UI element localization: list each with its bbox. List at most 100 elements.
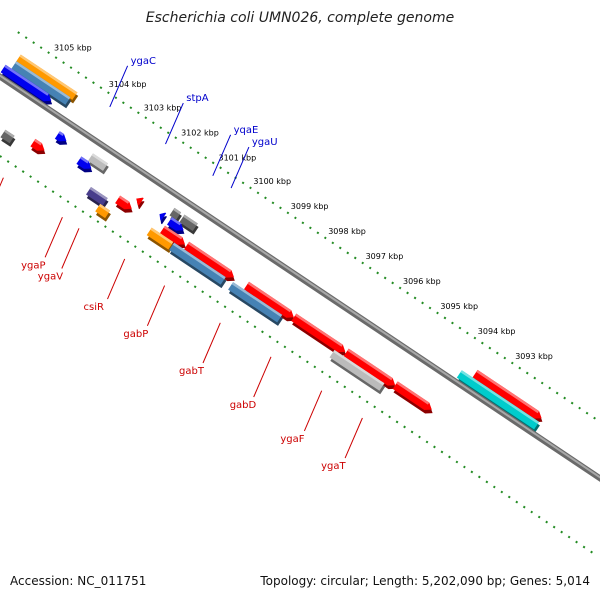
gene-feature-highlight: [183, 214, 198, 226]
outer-tick-mark: [570, 401, 574, 405]
outer-tick-mark: [555, 391, 559, 395]
outer-tick-mark: [503, 356, 507, 360]
inner-tick-mark: [350, 390, 354, 394]
inner-tick-mark: [283, 345, 287, 349]
outer-tick-mark: [480, 341, 484, 345]
outer-tick-mark: [436, 311, 439, 315]
inner-tick-mark: [552, 525, 556, 529]
gene-feature-face: [456, 370, 540, 430]
outer-tick-mark: [166, 131, 170, 135]
inner-tick-mark: [246, 320, 249, 324]
outer-tick-mark: [151, 121, 155, 125]
gene-label-gabP: gabP: [123, 329, 148, 340]
gene-feature-face: [88, 153, 108, 171]
outer-tick-ring: [17, 31, 596, 420]
inner-tick-mark: [298, 355, 302, 359]
outer-tick-mark: [323, 236, 327, 240]
outer-tick-mark: [249, 186, 252, 190]
gene-label-ygaU: ygaU: [252, 137, 278, 148]
gene-feature-highlight: [170, 217, 182, 226]
gene-feature-highlight: [4, 129, 15, 138]
inner-tick-mark: [141, 250, 145, 254]
kbp-label: 3093 kbp: [515, 352, 553, 361]
outer-tick-mark: [264, 196, 267, 200]
inner-tick-mark: [485, 480, 489, 484]
outer-tick-mark: [62, 61, 65, 65]
outer-tick-mark: [92, 81, 95, 85]
inner-tick-mark: [171, 270, 175, 274]
gene-feature-highlight: [163, 225, 183, 240]
kbp-label: 3097 kbp: [366, 252, 404, 261]
kbp-label: 3105 kbp: [54, 43, 92, 52]
inner-tick-mark: [418, 435, 421, 439]
inner-tick-mark: [186, 280, 190, 284]
inner-tick-mark: [148, 255, 152, 259]
inner-tick-mark: [365, 400, 369, 404]
gene-feature-face: [146, 227, 174, 250]
gene-label-gabT: gabT: [179, 366, 205, 377]
outer-tick-mark: [294, 216, 297, 220]
gene-label-gabD: gabD: [230, 400, 257, 411]
gene-feature-face: [244, 281, 294, 318]
gene-feature-highlight: [15, 61, 71, 100]
gene-feature: [86, 187, 109, 210]
gene-feature-highlight: [460, 370, 540, 424]
gene-feature-face: [86, 187, 108, 206]
gene-feature: [228, 282, 283, 326]
gene-label-stpA: stpA: [186, 93, 208, 104]
gene-name-labels: ygaCstpAyqaEygaUygaWygaPygaVcsiRgabPgabT…: [21, 56, 346, 472]
gene-feature: [159, 212, 167, 225]
gene-feature: [160, 225, 186, 249]
gene-feature: [244, 281, 295, 322]
outer-tick-mark: [39, 46, 43, 50]
outer-tick-mark: [77, 71, 80, 75]
kbp-label: 3095 kbp: [440, 302, 478, 311]
leader-line: [61, 228, 80, 269]
outer-tick-mark: [107, 91, 110, 95]
gene-feature-face: [184, 241, 234, 278]
inner-tick-mark: [29, 175, 32, 178]
gene-feature: [115, 195, 133, 213]
leader-line: [44, 217, 63, 258]
outer-tick-mark: [473, 336, 477, 340]
outer-tick-mark: [316, 231, 320, 235]
inner-tick-mark: [36, 180, 40, 184]
leader-line: [146, 285, 166, 326]
gene-feature-highlight: [89, 187, 108, 201]
inner-tick-mark: [118, 235, 122, 239]
outer-tick-mark: [443, 316, 447, 320]
outer-tick-mark: [69, 66, 73, 70]
leader-line: [109, 65, 129, 108]
gene-feature: [30, 138, 46, 155]
gene-feature-face: [15, 54, 78, 100]
outer-tick-mark: [24, 36, 28, 40]
inner-tick-mark: [470, 470, 474, 474]
outer-tick-mark: [256, 191, 260, 195]
gene-feature-face: [159, 212, 167, 221]
leader-line: [253, 356, 272, 398]
gene-feature-face: [291, 313, 346, 353]
outer-tick-mark: [211, 161, 215, 165]
inner-tick-mark: [320, 370, 324, 374]
outer-tick-mark: [585, 411, 589, 415]
inner-tick-mark: [238, 315, 242, 319]
leader-line: [202, 322, 221, 364]
gene-feature: [392, 381, 433, 414]
inner-tick-mark: [44, 185, 47, 189]
gene-feature-highlight: [80, 156, 89, 164]
gene-feature-highlight: [58, 131, 64, 136]
outer-tick-mark: [346, 251, 350, 255]
gene-feature-face: [0, 129, 15, 144]
kbp-label: 3094 kbp: [478, 327, 516, 336]
inner-tick-mark: [96, 220, 100, 224]
inner-tick-mark: [14, 165, 18, 168]
inner-tick-mark: [507, 495, 511, 499]
gene-feature: [472, 369, 543, 423]
leader-line: [344, 417, 363, 459]
outer-tick-mark: [353, 256, 357, 260]
inner-tick-mark: [59, 195, 62, 199]
outer-tick-mark: [428, 306, 432, 310]
outer-tick-mark: [189, 146, 193, 150]
outer-tick-mark: [540, 381, 544, 385]
